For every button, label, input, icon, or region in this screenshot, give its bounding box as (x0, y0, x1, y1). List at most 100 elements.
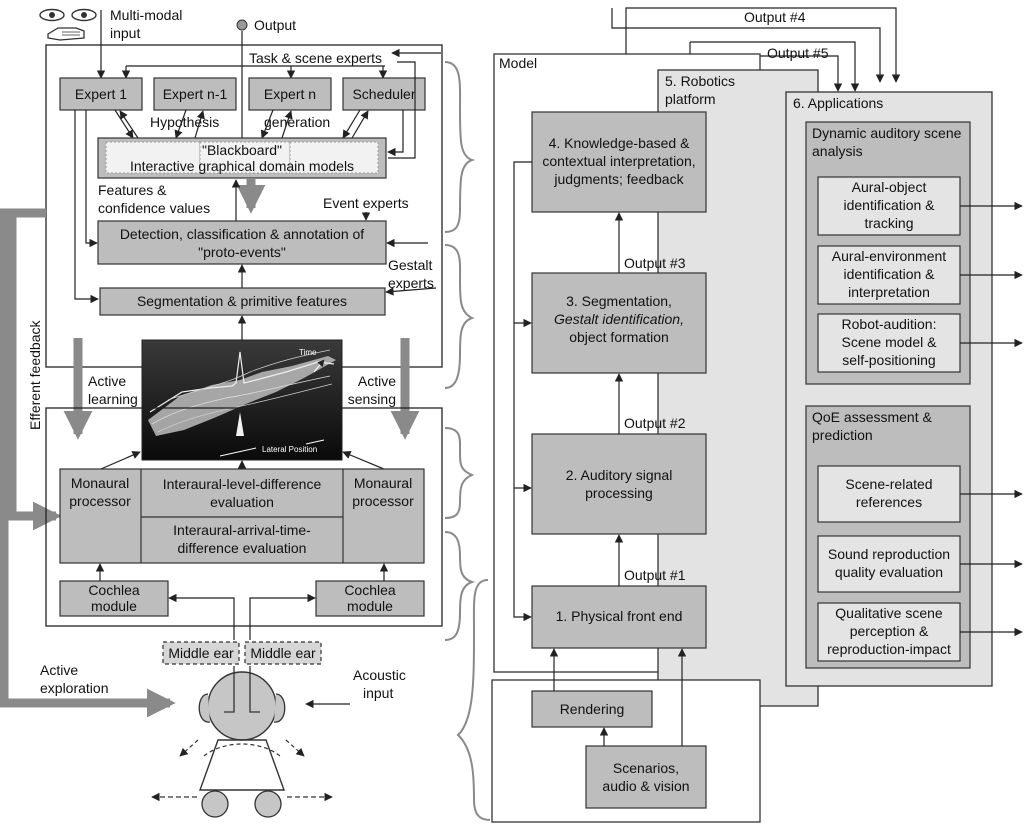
robot-audition-label-1: Robot-audition: (842, 316, 937, 332)
active-exploration-arrow (0, 208, 162, 708)
ild-label-1: Interaural-level-difference (163, 476, 322, 492)
robotics-label-1: 5. Robotics (665, 73, 735, 89)
knowledge-label-2: contextual interpretation, (542, 153, 695, 169)
scheduler-label: Scheduler (352, 86, 415, 102)
left-diagram: Multi-modal input Output Task & scene ex… (0, 7, 491, 821)
detection-label-2: "proto-events" (198, 244, 286, 260)
acoustic-input-label-1: Acoustic (353, 667, 406, 683)
itd-label-1: Interaural-arrival-time- (173, 522, 311, 538)
auditory-box (531, 433, 707, 535)
cochlea-right-label-2: module (347, 598, 393, 614)
detection-box (97, 220, 387, 265)
aural-env-label-2: identification & (843, 266, 935, 282)
segmentation-box (99, 287, 386, 316)
plot-lateral-label: Lateral Position (262, 445, 317, 454)
cochlea-left-box (59, 580, 169, 617)
auditory-label-2: processing (585, 485, 653, 501)
expert-1-label: Expert 1 (75, 86, 127, 102)
middle-ear-left-label: Middle ear (168, 645, 234, 661)
model-label: Model (499, 55, 537, 71)
sound-repro-label-1: Sound reproduction (828, 546, 950, 562)
sound-repro-box (817, 535, 961, 593)
processing-block (59, 468, 425, 564)
hand-icon (47, 27, 85, 41)
cochlea-right-box (315, 580, 425, 617)
gestalt-experts-label-1: Gestalt (388, 257, 432, 273)
expert-1-box (59, 77, 143, 111)
features-label-2: confidence values (98, 200, 210, 216)
generation-label: generation (264, 114, 330, 130)
output-node (236, 19, 248, 31)
brace-1 (444, 61, 476, 233)
scene-refs-label-1: Scene-related (845, 476, 932, 492)
scene-refs-label-2: references (856, 494, 922, 510)
monaural-left-label-2: processor (69, 493, 131, 509)
sound-repro-label-2: quality evaluation (835, 564, 943, 580)
brace-3 (444, 427, 475, 519)
itd-label-2: difference evaluation (178, 540, 307, 556)
robot-audition-label-3: self-positioning (842, 352, 935, 368)
segmentation-right-label-3: object formation (569, 329, 669, 345)
active-sensing-label-1: Active (358, 373, 396, 389)
hypothesis-label: Hypothesis (150, 114, 219, 130)
expert-n-1-label: Expert n-1 (163, 86, 228, 102)
robot-audition-label-2: Scene model & (842, 334, 938, 350)
front-end-label: 1. Physical front end (556, 608, 683, 624)
monaural-left-label-1: Monaural (71, 475, 129, 491)
dasa-label-2: analysis (812, 143, 863, 159)
expert-n-label: Expert n (264, 86, 316, 102)
qoe-label-2: prediction (812, 427, 873, 443)
output3-label: Output #3 (624, 255, 686, 271)
front-end-box (531, 585, 707, 649)
monaural-right-label-2: processor (352, 493, 414, 509)
active-exploration-label-1: Active (40, 662, 78, 678)
auditory-label-1: 2. Auditory signal (566, 467, 673, 483)
qoe-label-1: QoE assessment & (812, 409, 932, 425)
aural-object-label-3: tracking (864, 215, 913, 231)
knowledge-label-1: 4. Knowledge-based & (549, 135, 691, 151)
robot-audition-box (817, 313, 961, 373)
cochlea-right-label-1: Cochlea (344, 582, 396, 598)
scenarios-label-2: audio & vision (602, 778, 689, 794)
brace-2 (444, 244, 475, 389)
scheduler-box (342, 77, 426, 111)
multimodal-input-label-1: Multi-modal (110, 7, 182, 23)
efferent-feedback-arrow (7, 208, 48, 521)
brace-4 (444, 531, 476, 641)
acoustic-input-label-2: input (363, 685, 393, 701)
binaural-activity-plot: Time Lateral Position (141, 339, 343, 461)
segmentation-right-label-1: 3. Segmentation, (566, 293, 672, 309)
aural-env-box (817, 245, 961, 305)
aural-env-label-1: Aural-environment (832, 248, 946, 264)
output5-label: Output #5 (767, 45, 829, 61)
middle-ear-right-box (244, 641, 322, 665)
knowledge-label-3: judgments; feedback (553, 171, 684, 187)
qualitative-label-3: reproduction-impact (827, 641, 951, 657)
efferent-feedback-label: Efferent feedback (27, 320, 43, 430)
active-exploration-label-2: exploration (40, 680, 109, 696)
right-diagram: Output #4 Output #5 Model 5. Robotics pl… (491, 7, 1023, 823)
middle-ear-left-box (162, 641, 240, 665)
ild-label-2: evaluation (210, 494, 274, 510)
robotics-label-2: platform (665, 91, 716, 107)
cochlea-left-label-1: Cochlea (88, 582, 140, 598)
dasa-label-1: Dynamic auditory scene (812, 125, 962, 141)
blackboard-title: "Blackboard" (202, 142, 282, 158)
aural-object-label-1: Aural-object (852, 179, 927, 195)
segmentation-label: Segmentation & primitive features (137, 293, 347, 309)
active-learning-label-1: Active (88, 373, 126, 389)
event-experts-label: Event experts (323, 195, 409, 211)
cochlea-left-label-2: module (91, 598, 137, 614)
segmentation-right-label-2: Gestalt identification, (554, 311, 684, 327)
middle-ear-right-label: Middle ear (250, 645, 316, 661)
output-label: Output (254, 17, 296, 33)
output4-label: Output #4 (744, 9, 806, 25)
aural-object-label-2: identification & (843, 197, 935, 213)
applications-label: 6. Applications (793, 95, 883, 111)
plot-time-label: Time (299, 348, 317, 357)
task-scene-experts-label: Task & scene experts (249, 50, 382, 66)
rendering-label: Rendering (560, 701, 625, 717)
rendering-box (531, 690, 653, 728)
active-sensing-label-2: sensing (348, 391, 396, 407)
blackboard-subtitle: Interactive graphical domain models (130, 158, 354, 174)
